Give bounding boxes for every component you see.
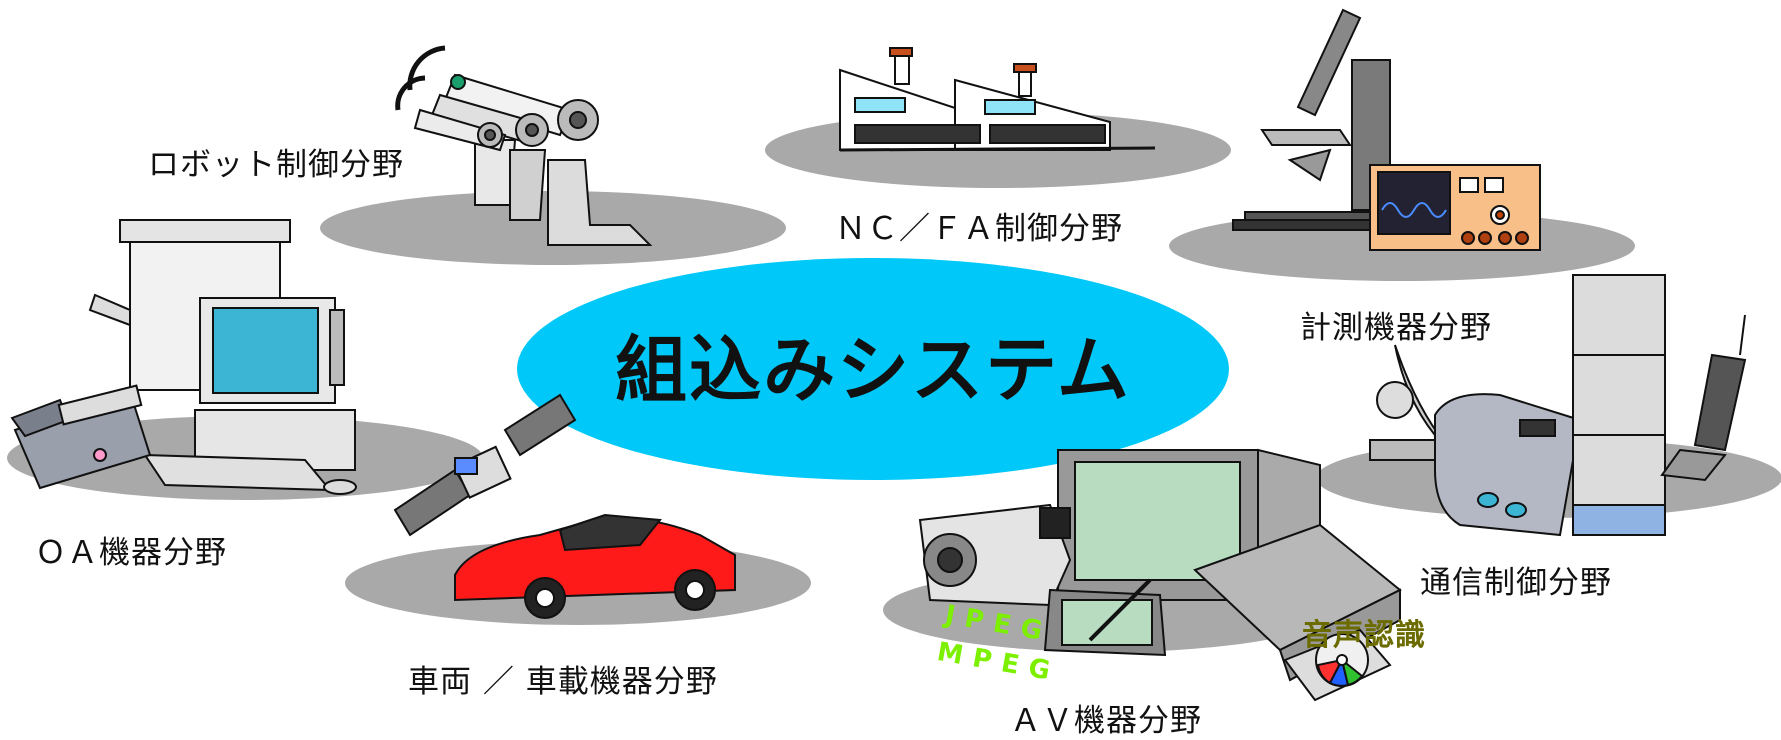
phone-icon <box>1434 393 1582 537</box>
domain-label-comm: 通信制御分野 <box>1420 565 1612 601</box>
domain-label-robot: ロボット制御分野 <box>148 147 404 183</box>
center-ellipse <box>517 258 1229 480</box>
center-title: 組込みシステム <box>615 328 1131 412</box>
satellite-icon <box>393 393 577 537</box>
oscilloscope-icon <box>1369 164 1541 251</box>
robot-icon <box>395 45 653 246</box>
pc-icon <box>143 297 357 495</box>
domain-label-ncfa: ＮＣ／ＦＡ制御分野 <box>835 211 1123 247</box>
mobile-phone-icon <box>1660 314 1747 482</box>
microscope-icon <box>1232 8 1391 231</box>
server-rack-icon <box>1572 274 1666 536</box>
domain-label-oa: ＯＡ機器分野 <box>35 535 227 571</box>
tablet-icon <box>1043 578 1167 657</box>
factory-icon <box>839 47 1156 152</box>
domain-label-vehicle: 車両 ／ 車載機器分野 <box>408 664 718 700</box>
car-icon <box>454 513 736 619</box>
domain-label-av: ＡＶ機器分野 <box>1010 703 1202 739</box>
fax-icon <box>10 384 152 490</box>
domain-label-measure: 計測機器分野 <box>1300 310 1492 346</box>
camcorder-icon <box>918 503 1072 607</box>
voice-recognition-tag: 音声認識 <box>1302 618 1426 653</box>
cd-drive-icon <box>1193 523 1402 702</box>
